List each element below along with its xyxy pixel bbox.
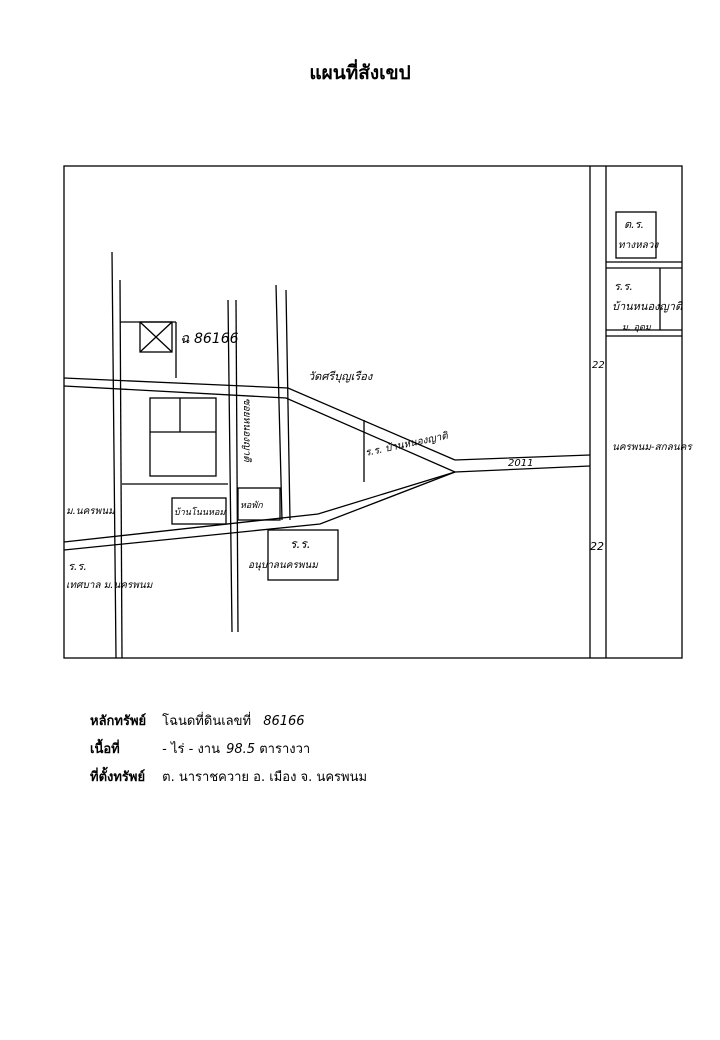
label-wat: วัดศรีบุญเรือง xyxy=(308,370,374,383)
building-block xyxy=(149,397,217,477)
road-2011 xyxy=(454,454,591,473)
asset-value: โฉนดที่ดินเลขที่ xyxy=(162,714,252,729)
label-left-edge: ม.นครพนม xyxy=(66,506,116,517)
label-route-2011: 2011 xyxy=(508,458,533,469)
label-vertical-soi: ซอยหนองญาติ xyxy=(241,398,253,463)
asset-label: หลักทรัพย์ xyxy=(90,714,147,729)
label-right-box-1-prefix: ต.ร. xyxy=(624,218,644,231)
road-lower-branch xyxy=(63,471,456,543)
label-route-22-north: 22 xyxy=(592,360,605,371)
building-small-2 xyxy=(237,487,281,521)
label-parcel-number: ฉ 86166 xyxy=(180,331,239,347)
info-row-location: ที่ตั้งทรัพย์ ต. นาราชควาย อ. เมือง จ. น… xyxy=(90,766,367,787)
building-small-1 xyxy=(171,497,227,525)
area-number: 98.5 xyxy=(226,742,256,757)
label-right-box-1-name: ทางหลวง xyxy=(618,240,659,251)
area-unit: ตารางวา xyxy=(259,742,311,757)
label-right-box-2-prefix: ร.ร. xyxy=(614,280,633,293)
label-right-box-2-name: บ้านหนองญาติ xyxy=(612,300,683,313)
area-value-prefix: - ไร่ - งาน xyxy=(162,742,220,757)
page-title: แผนที่สังเขป xyxy=(309,62,411,84)
label-bottom-school-name: อนุบาลนครพนม xyxy=(248,560,319,571)
location-value: ต. นาราชควาย อ. เมือง จ. นครพนม xyxy=(162,770,368,785)
road-vertical-3 xyxy=(275,284,283,521)
right-box-highway xyxy=(615,211,657,259)
label-bottom-school-prefix: ร.ร. xyxy=(290,537,311,551)
label-left-school-name: เทศบาล ม.นครพนม xyxy=(66,580,154,591)
asset-number: 86166 xyxy=(263,714,305,729)
label-small-building-2: หอพัก xyxy=(240,500,263,511)
info-row-asset: หลักทรัพย์ โฉนดที่ดินเลขที่ 86166 xyxy=(90,710,305,731)
school-box-lower xyxy=(267,529,339,581)
label-left-school-prefix: ร.ร. xyxy=(68,560,87,573)
label-right-road: นครพนม-สกลนคร xyxy=(612,442,693,453)
label-intersection-school: ร.ร. บ้านหนองญาติ xyxy=(364,430,450,459)
label-right-box-2-sub: ม. อุดม xyxy=(622,323,652,333)
label-route-22-south: 22 xyxy=(590,540,604,553)
area-label: เนื้อที่ xyxy=(90,742,120,757)
location-label: ที่ตั้งทรัพย์ xyxy=(90,770,146,785)
map-frame xyxy=(63,165,683,659)
road-vertical-2 xyxy=(227,299,233,633)
label-small-building-1: บ้านโนนหอม xyxy=(174,506,226,518)
info-row-area: เนื้อที่ - ไร่ - งาน 98.5 ตารางวา xyxy=(90,738,310,759)
road-vertical-1 xyxy=(111,251,117,659)
